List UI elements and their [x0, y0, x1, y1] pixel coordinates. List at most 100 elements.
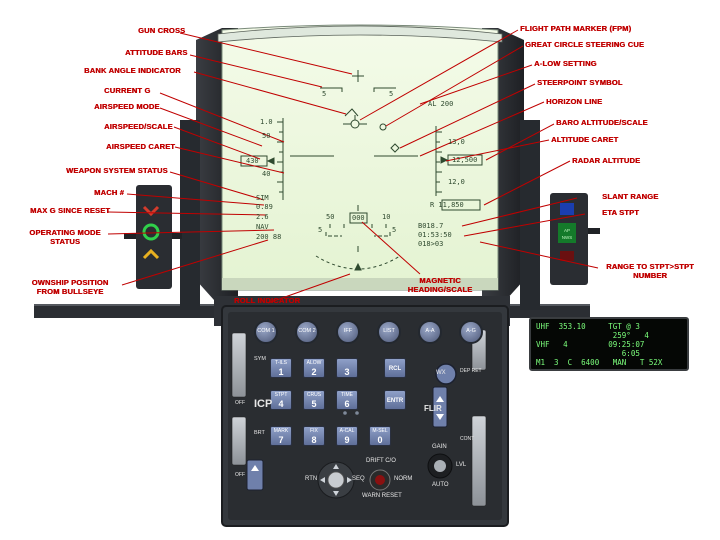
steerpoint-symbol-mark	[390, 143, 400, 153]
gain-label: GAIN	[432, 444, 447, 450]
hud-pitch-m5-right: 5	[392, 226, 397, 234]
key-1-top: T-ILS	[275, 360, 287, 366]
iff-button[interactable]: IFF	[336, 320, 360, 344]
label-steerpoint-symbol: STEERPOINT SYMBOL	[537, 78, 623, 87]
hud-slant-range: B018.7	[418, 222, 444, 230]
auto-label: AUTO	[432, 482, 449, 488]
dcs-rocker-switch[interactable]	[318, 462, 354, 498]
label-slant-range: SLANT RANGE	[602, 192, 659, 201]
hud-weapon-status: SIM	[256, 194, 269, 202]
hud-alt-12: 12,0	[448, 178, 465, 186]
hud-heading-box: 000	[352, 214, 365, 222]
flir-gain-knob[interactable]	[428, 454, 452, 478]
hud-mach: 0.89	[256, 203, 273, 211]
label-great-circle-cue: GREAT CIRCLE STEERING CUE	[525, 40, 645, 49]
key-3[interactable]: 3	[336, 358, 358, 378]
list-button-label: LIST	[383, 328, 395, 334]
air-to-air-button-label: A-A	[425, 328, 435, 334]
rcl-button[interactable]: RCL	[384, 358, 406, 378]
hud-altitude-box: 12,500	[452, 156, 478, 164]
key-9-top: A-CAL	[339, 428, 355, 434]
warn-reset-label: WARN RESET	[362, 493, 402, 499]
sym-label: SYM	[254, 356, 266, 362]
hud-radar-altitude: R 11,850	[430, 201, 464, 209]
key-4-top: STPT	[274, 392, 288, 398]
brt-brightness-wheel[interactable]	[232, 417, 246, 465]
drift-cutout-switch[interactable]	[370, 470, 390, 490]
label-range-to-stpt: RANGE TO STPT>STPT NUMBER	[606, 262, 694, 280]
left-indicator-panel	[124, 185, 182, 289]
key-8-top: FIX	[310, 428, 318, 434]
key-5-top: CRUS	[306, 392, 322, 398]
wx-button[interactable]	[436, 364, 456, 384]
hud-mode: NAV	[256, 223, 269, 231]
air-to-ground-button-label: A-G	[466, 328, 476, 334]
label-bank-angle-indicator: BANK ANGLE INDICATOR	[84, 66, 181, 75]
hud-speed-50: 50	[262, 132, 271, 140]
hud-alow: AL 200	[428, 100, 454, 108]
leader-lines	[107, 29, 599, 304]
com1-button-label: COM 1	[257, 328, 275, 334]
entr-button-label: ENTR	[386, 398, 404, 404]
hud-eta: 01:53:50	[418, 231, 452, 239]
svg-text:AP: AP	[564, 228, 570, 233]
flir-rocker[interactable]	[433, 387, 447, 427]
label-max-g-since-reset: MAX G SINCE RESET	[30, 206, 111, 215]
norm-label: NORM	[394, 476, 413, 482]
icp-body	[214, 296, 510, 527]
label-weapon-system-status: WEAPON SYSTEM STATUS	[66, 166, 168, 175]
icp-label: ICP	[254, 398, 273, 410]
com2-button[interactable]: COM 2	[295, 320, 319, 344]
list-button[interactable]: LIST	[377, 320, 401, 344]
label-alow-setting: A-LOW SETTING	[534, 59, 597, 68]
flir-label: FLIR	[424, 404, 442, 413]
com1-button[interactable]: COM 1	[254, 320, 278, 344]
label-airspeed-caret: AIRSPEED CARET	[106, 142, 176, 151]
hud-airspeed-box: 430	[246, 157, 259, 165]
dep-ret-label: DEP RET	[460, 368, 482, 374]
air-to-ground-button[interactable]: A-G	[459, 320, 483, 344]
hud-pitch-m5-left: 5	[318, 226, 323, 234]
key-2-top: ALOW	[306, 360, 322, 366]
ded-display	[529, 317, 689, 371]
key-0-num: 0	[377, 435, 383, 445]
label-altitude-caret: ALTITUDE CARET	[551, 135, 619, 144]
seq-label: SEQ	[352, 476, 365, 482]
air-to-air-button[interactable]: A-A	[418, 320, 442, 344]
label-current-g: CURRENT G	[104, 86, 151, 95]
bank-indicator-symbol	[344, 108, 359, 117]
key-6-top: TIME	[341, 392, 353, 398]
ded-line-5: M1 3 C 6400 MAN T 52X	[536, 358, 663, 367]
key-0-top: M-SEL	[372, 428, 388, 434]
wx-button-label: WX	[436, 370, 446, 376]
hud-pitch-5-left: 5	[322, 90, 327, 98]
label-baro-altitude: BARO ALTITUDE/SCALE	[556, 118, 648, 127]
label-eta-stpt: ETA STPT	[602, 208, 640, 217]
entr-button[interactable]: ENTR	[384, 390, 406, 410]
up-down-rocker[interactable]	[247, 460, 263, 490]
sym-brightness-wheel[interactable]	[232, 333, 246, 397]
off-label-bottom: OFF	[235, 472, 245, 478]
hud-frame	[180, 24, 540, 310]
label-airspeed-mode: AIRSPEED MODE	[94, 102, 160, 111]
key-7-top: MARK	[273, 428, 289, 434]
cont-label: CONT	[460, 436, 475, 442]
ded-line-4: 6:05	[536, 349, 640, 358]
right-indicator-panel: AP NWS	[550, 193, 600, 285]
key-9-num: 9	[344, 435, 350, 445]
dep-ret-wheel[interactable]	[472, 330, 486, 370]
key-3-num: 3	[344, 367, 350, 377]
cont-wheel[interactable]	[472, 416, 486, 506]
label-operating-mode-status: OPERATING MODE STATUS	[29, 228, 101, 246]
hud-bullseye: 200 88	[256, 233, 282, 241]
